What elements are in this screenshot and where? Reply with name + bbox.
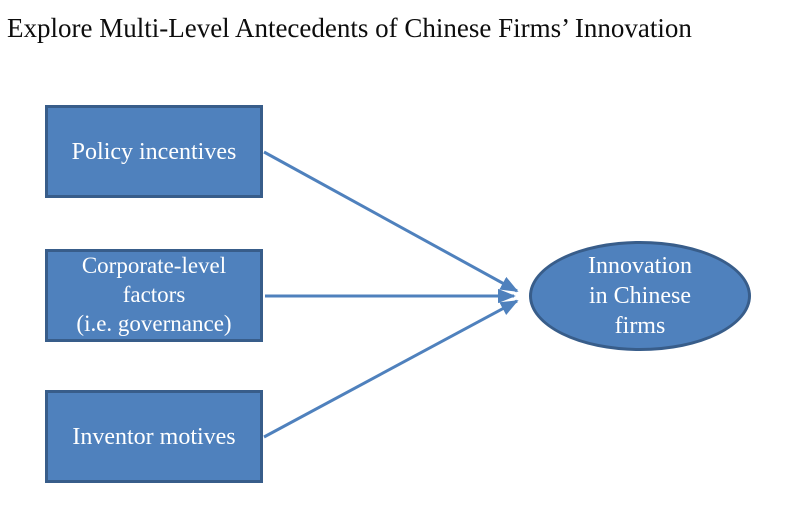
ellipse-label-line-3: firms	[614, 313, 666, 339]
box-policy-incentives[interactable]: Policy incentives	[45, 105, 263, 198]
box-policy-incentives-label: Policy incentives	[71, 138, 237, 165]
ellipse-label-line-1: Innovation	[588, 253, 692, 279]
diagram-title: Explore Multi-Level Antecedents of Chine…	[7, 13, 692, 43]
ellipse-label-line-2: in Chinese	[589, 283, 691, 309]
arrow-policy-to-innovation	[263, 150, 519, 293]
box-inventor-motives-label: Inventor motives	[72, 423, 236, 450]
box-corporate-level-factors[interactable]: Corporate-level factors (i.e. governance…	[45, 249, 263, 342]
ellipse-innovation-in-chinese-firms[interactable]: Innovation in Chinese firms	[529, 241, 751, 351]
arrow-inventor-to-innovation	[263, 299, 519, 439]
box-corporate-level-factors-label-line-3: (i.e. governance)	[76, 310, 232, 336]
box-corporate-level-factors-label-line-1: Corporate-level	[81, 253, 227, 279]
box-corporate-level-factors-label-line-2: factors	[122, 282, 186, 308]
box-inventor-motives[interactable]: Inventor motives	[45, 390, 263, 483]
